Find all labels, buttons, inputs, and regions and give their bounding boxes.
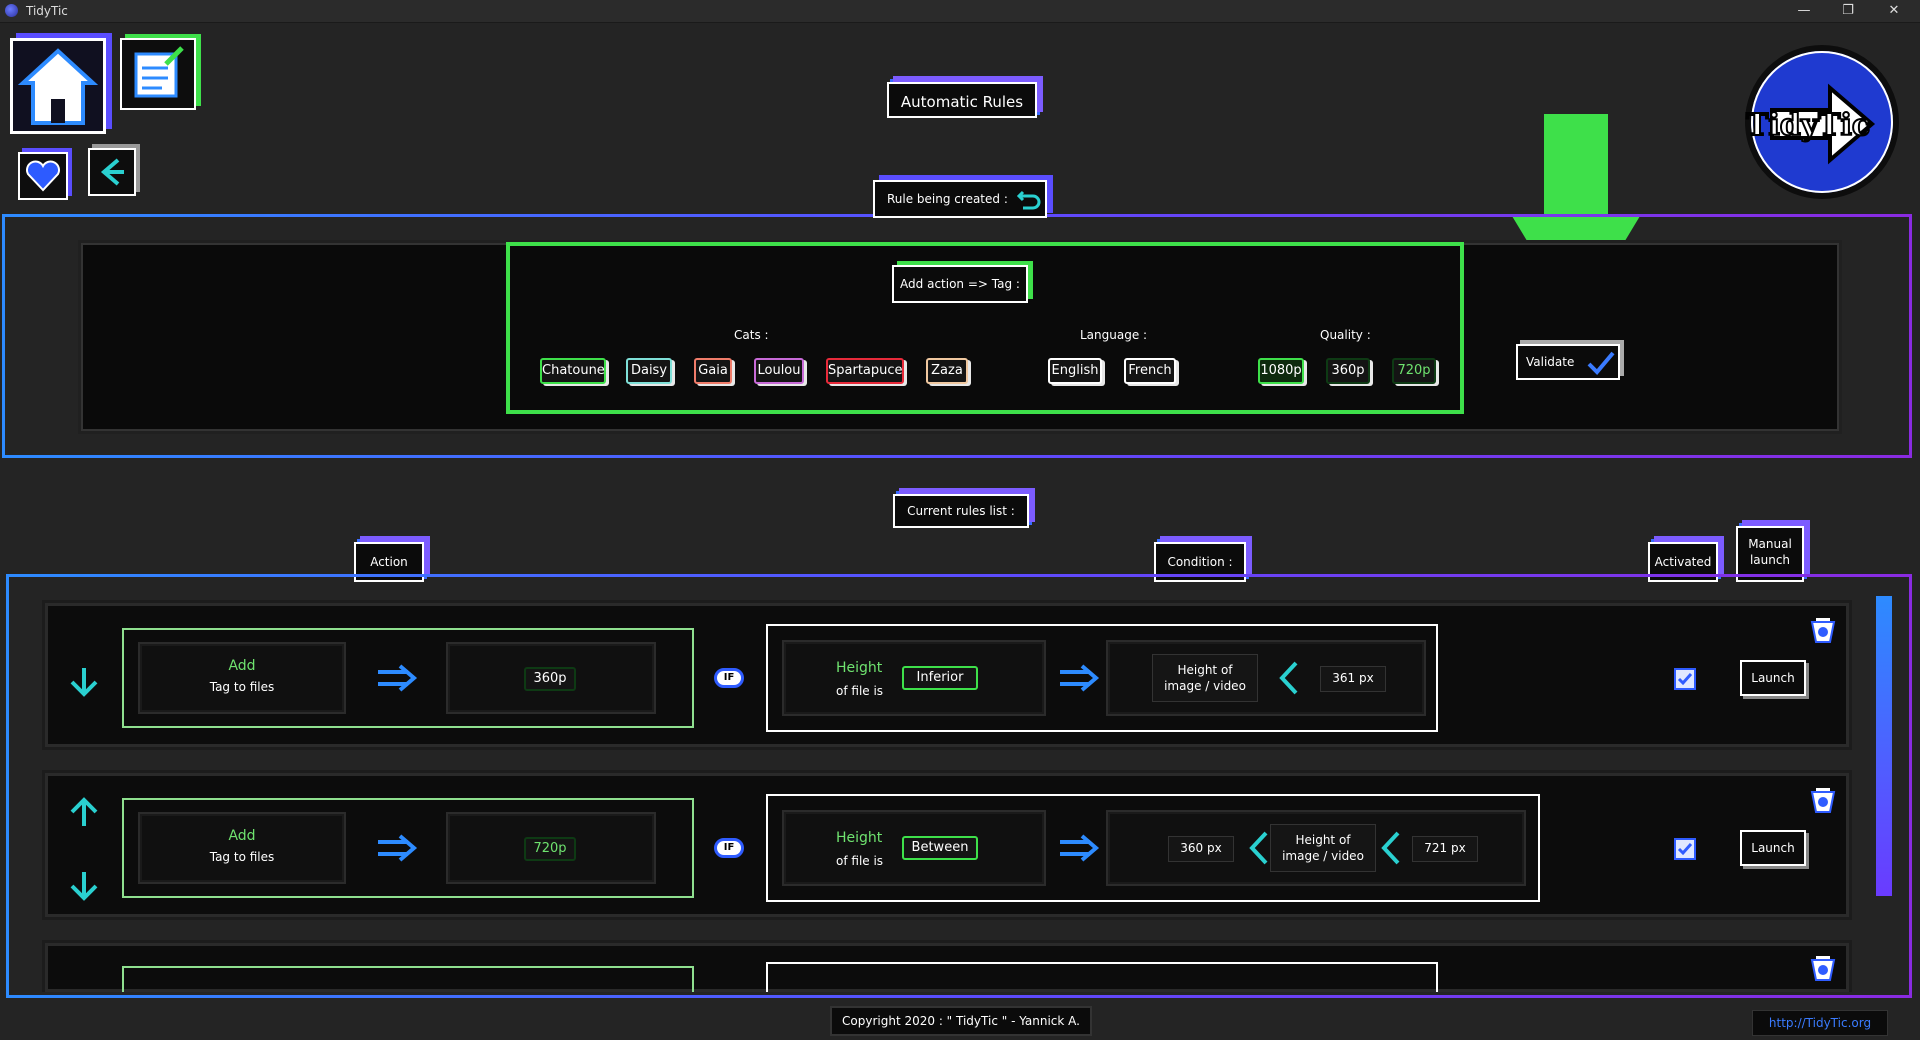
rule-1-tag[interactable]: 360p xyxy=(524,667,576,691)
tag-english[interactable]: English xyxy=(1048,358,1102,384)
rule-1-action-frame xyxy=(122,628,694,728)
rule-1-cond-label: Height of image / video xyxy=(1152,654,1258,702)
tag-360p[interactable]: 360p xyxy=(1326,358,1370,384)
rule-2-activated-checkbox[interactable] xyxy=(1674,838,1696,860)
rule-2-value-cell: 360 px Height of image / video 721 px xyxy=(1106,810,1526,886)
rule-1-condition-arrow-icon xyxy=(1060,664,1100,692)
rule-1-value-cell: Height of image / video 361 px xyxy=(1106,640,1426,716)
minimize-button[interactable]: — xyxy=(1797,3,1811,18)
tag-spartapuce[interactable]: Spartapuce xyxy=(826,358,904,384)
rule-1-if-badge: IF xyxy=(714,668,744,688)
checkbox-check-icon xyxy=(1677,843,1693,856)
app-icon xyxy=(5,4,18,17)
rule-being-created-label: Rule being created : xyxy=(887,192,1008,206)
move-up-icon[interactable] xyxy=(66,794,102,830)
document-edit-icon xyxy=(134,46,184,98)
rule-1-of-file-is: of file is xyxy=(836,684,884,698)
rule-1-condition-frame xyxy=(766,624,1438,732)
rule-1-delete-icon[interactable] xyxy=(1808,612,1838,644)
rule-2-action-frame xyxy=(122,798,694,898)
rule-2-tag-cell: 720p xyxy=(446,812,656,884)
home-button[interactable] xyxy=(10,38,106,134)
rule-2-launch-button[interactable]: Launch xyxy=(1740,830,1806,866)
rule-1-value-right: 361 px xyxy=(1320,666,1386,692)
checkbox-check-icon xyxy=(1677,673,1693,686)
rule-2-delete-icon[interactable] xyxy=(1808,782,1838,814)
current-rules-heading: Current rules list : xyxy=(893,494,1029,528)
rule-2-condition-cell: Height of file is Between xyxy=(782,810,1046,886)
tag-gaia[interactable]: Gaia xyxy=(694,358,732,384)
validate-button[interactable]: Validate xyxy=(1516,344,1620,380)
less-than-icon xyxy=(1249,831,1268,865)
rule-2-action-cell: Add Tag to files xyxy=(138,812,346,884)
move-down-icon[interactable] xyxy=(66,868,102,904)
rule-3-condition-frame xyxy=(766,962,1438,992)
rule-1-action-cell: Add Tag to files xyxy=(138,642,346,714)
rule-1-launch-button[interactable]: Launch xyxy=(1740,660,1806,696)
copyright: Copyright 2020 : " TidyTic " - Yannick A… xyxy=(830,1006,1092,1036)
cats-label: Cats : xyxy=(734,328,769,342)
tag-chatoune[interactable]: Chatoune xyxy=(540,358,606,384)
rules-scrollbar[interactable] xyxy=(1876,596,1892,896)
rule-2-arrow-right-icon xyxy=(378,834,418,862)
rule-2-tag-to-files: Tag to files xyxy=(209,850,275,864)
website-link[interactable]: http://TidyTic.org xyxy=(1752,1010,1888,1036)
rule-being-created-heading: Rule being created : xyxy=(873,180,1047,218)
rule-3-action-frame xyxy=(122,966,694,992)
add-action-heading: Add action => Tag : xyxy=(892,265,1028,303)
rule-2-height: Height xyxy=(836,830,883,846)
rule-1-tag-cell: 360p xyxy=(446,642,656,714)
rules-editor-button[interactable] xyxy=(120,38,196,110)
less-than-icon xyxy=(1279,661,1298,695)
tag-1080p[interactable]: 1080p xyxy=(1258,358,1304,384)
rule-2-condition-arrow-icon xyxy=(1060,834,1100,862)
tag-720p[interactable]: 720p xyxy=(1392,358,1436,384)
tag-daisy[interactable]: Daisy xyxy=(626,358,672,384)
rule-1-tag-to-files: Tag to files xyxy=(209,680,275,694)
rule-3-delete-icon[interactable] xyxy=(1808,950,1838,982)
undo-icon[interactable] xyxy=(1015,184,1043,225)
column-manual-launch: Manual launch xyxy=(1736,526,1804,582)
rule-1-comparator[interactable]: Inferior xyxy=(902,666,978,690)
language-label: Language : xyxy=(1080,328,1148,342)
tidytic-logo: TidyTic xyxy=(1742,42,1900,202)
arrow-left-icon xyxy=(100,158,124,186)
rule-2-condition-frame xyxy=(766,794,1540,902)
close-button[interactable]: ✕ xyxy=(1888,3,1900,18)
tag-zaza[interactable]: Zaza xyxy=(926,358,968,384)
favorites-button[interactable] xyxy=(18,152,68,200)
quality-label: Quality : xyxy=(1320,328,1371,342)
rule-2-tag[interactable]: 720p xyxy=(524,837,576,861)
window-title: TidyTic xyxy=(26,4,68,18)
less-than-icon xyxy=(1381,831,1400,865)
rule-1-arrow-right-icon xyxy=(378,664,418,692)
rule-1-condition-cell: Height of file is Inferior xyxy=(782,640,1046,716)
tag-french[interactable]: French xyxy=(1124,358,1176,384)
rule-2-cond-label: Height of image / video xyxy=(1270,824,1376,872)
rule-2-value-left: 360 px xyxy=(1168,836,1234,862)
page-title: Automatic Rules xyxy=(887,82,1037,118)
rule-1-add: Add xyxy=(228,658,256,674)
validate-label: Validate xyxy=(1526,355,1575,369)
heart-icon xyxy=(26,160,60,192)
rule-2-comparator[interactable]: Between xyxy=(902,836,978,860)
tag-loulou[interactable]: Loulou xyxy=(754,358,804,384)
maximize-button[interactable]: ❐ xyxy=(1842,3,1854,18)
back-button[interactable] xyxy=(88,148,136,196)
title-bar: TidyTic — ❐ ✕ xyxy=(0,0,1920,23)
home-icon xyxy=(17,48,99,125)
rule-1-activated-checkbox[interactable] xyxy=(1674,668,1696,690)
checkmark-icon xyxy=(1587,351,1615,375)
rule-2-if-badge: IF xyxy=(714,838,744,858)
rule-2-value-right: 721 px xyxy=(1412,836,1478,862)
move-down-icon[interactable] xyxy=(66,664,102,700)
rule-1-height: Height xyxy=(836,660,883,676)
rule-2-add: Add xyxy=(228,828,256,844)
rule-2-of-file-is: of file is xyxy=(836,854,884,868)
